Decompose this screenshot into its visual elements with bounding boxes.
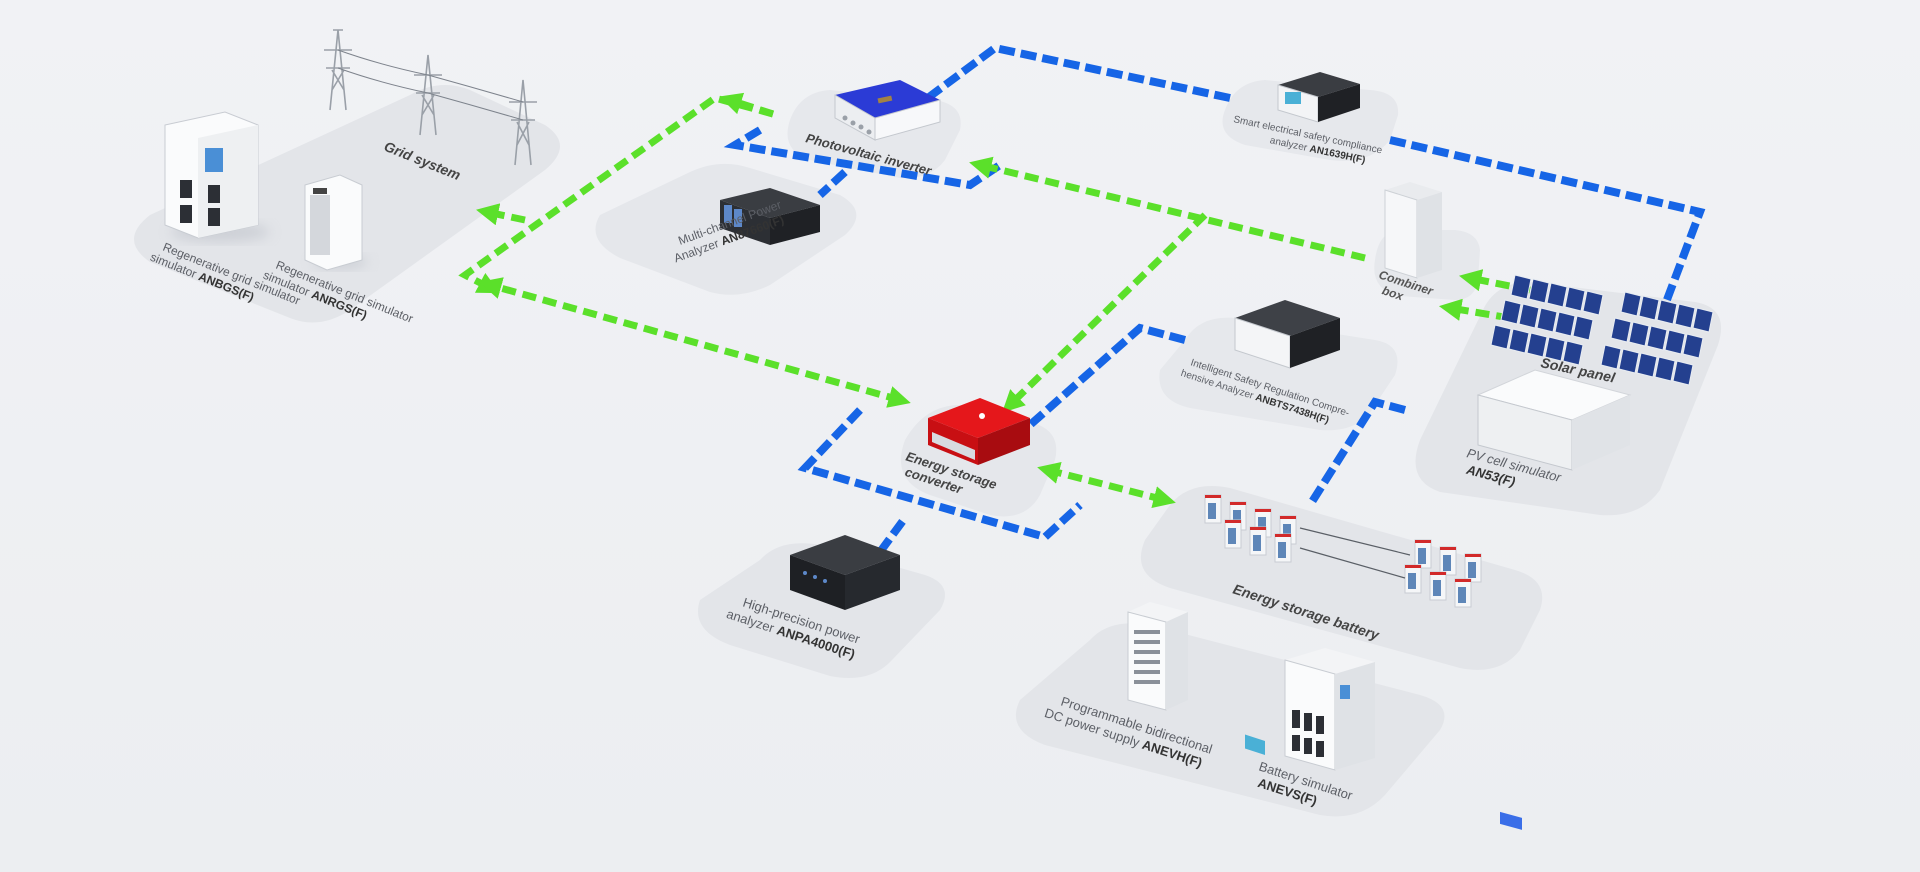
battery-rack bbox=[1439, 546, 1457, 576]
module-slots bbox=[1134, 630, 1160, 684]
battery-rack bbox=[1454, 578, 1472, 608]
display-icon bbox=[1285, 92, 1301, 104]
display-icon bbox=[205, 148, 223, 172]
solar-module bbox=[1692, 307, 1714, 333]
solar-module bbox=[1518, 303, 1540, 329]
solar-module bbox=[1500, 299, 1522, 325]
battery-rack bbox=[1414, 539, 1432, 569]
comm-line-analyzer-to-converter bbox=[876, 515, 909, 555]
port-icon bbox=[842, 115, 872, 135]
solar-module bbox=[1510, 274, 1532, 300]
comm-line-multichannel-to-inverter bbox=[817, 169, 848, 198]
vent-icon bbox=[1292, 710, 1324, 757]
battery-simulator[interactable] bbox=[1284, 648, 1375, 771]
comm-line-battery-to-converter bbox=[1306, 397, 1407, 508]
pv-cell-simulator[interactable] bbox=[1476, 369, 1632, 830]
solar-module bbox=[1674, 303, 1696, 329]
transmission-towers bbox=[324, 29, 537, 166]
tower-icon bbox=[324, 29, 352, 111]
label-combiner-line2: box bbox=[1380, 283, 1406, 303]
solar-module bbox=[1572, 315, 1594, 341]
comm-line-inverter-loop bbox=[723, 126, 1003, 190]
power-line-converter-to-grid bbox=[479, 277, 911, 408]
battery-rack bbox=[1249, 526, 1267, 556]
display-icon bbox=[724, 205, 742, 227]
battery-cable bbox=[1299, 527, 1411, 579]
solar-module bbox=[1490, 324, 1512, 350]
battery-rack bbox=[1464, 553, 1482, 583]
power-line-combiner-to-converter bbox=[1001, 212, 1208, 413]
display-icon bbox=[877, 95, 893, 104]
energy-storage-battery[interactable] bbox=[1204, 494, 1482, 608]
display-icon bbox=[313, 188, 327, 194]
photovoltaic-inverter[interactable] bbox=[834, 80, 941, 141]
multichannel-power-analyzer[interactable] bbox=[720, 188, 820, 245]
solar-module bbox=[1682, 333, 1704, 359]
display-icon bbox=[1340, 685, 1350, 699]
solar-module bbox=[1628, 321, 1650, 347]
comm-line-safety-to-solar bbox=[1389, 136, 1706, 307]
power-line-converter-to-battery bbox=[1037, 461, 1176, 509]
power-line-grid-branch bbox=[476, 203, 526, 226]
solar-module bbox=[1664, 329, 1686, 355]
safety-compliance-analyzer[interactable] bbox=[1277, 72, 1360, 123]
solar-module bbox=[1610, 317, 1632, 343]
vent-icon bbox=[180, 180, 220, 226]
solar-module bbox=[1536, 307, 1558, 333]
dc-power-supply[interactable] bbox=[1127, 602, 1188, 711]
power-line-combiner-to-inverter bbox=[969, 156, 1366, 262]
battery-rack bbox=[1224, 519, 1242, 549]
power-line-inverter-arrow bbox=[719, 92, 775, 118]
combiner-box[interactable] bbox=[1384, 182, 1442, 279]
solar-module bbox=[1656, 299, 1678, 325]
solar-module bbox=[1618, 348, 1640, 374]
battery-rack bbox=[1274, 533, 1292, 563]
comm-line-converter-loop bbox=[797, 407, 1083, 542]
solar-module bbox=[1654, 356, 1676, 382]
port-panel bbox=[932, 432, 975, 460]
battery-rack bbox=[1204, 494, 1222, 524]
solar-module bbox=[1508, 328, 1530, 354]
vent-icon bbox=[310, 195, 330, 255]
regen-grid-simulator-anrgs[interactable] bbox=[304, 174, 368, 271]
safety-regulation-analyzer[interactable] bbox=[1234, 300, 1340, 756]
communication-lines bbox=[723, 43, 1706, 555]
solar-module bbox=[1646, 325, 1668, 351]
solar-panel-array[interactable] bbox=[1490, 274, 1714, 386]
solar-module bbox=[1620, 291, 1642, 317]
display-icon bbox=[803, 571, 827, 583]
power-line-solar-to-combiner-2 bbox=[1438, 298, 1511, 322]
solar-module bbox=[1554, 311, 1576, 337]
solar-module bbox=[1562, 340, 1584, 366]
solar-module bbox=[1564, 286, 1586, 312]
solar-module bbox=[1526, 332, 1548, 358]
battery-rack bbox=[1429, 571, 1447, 601]
battery-rack bbox=[1404, 564, 1422, 594]
regen-grid-simulator-anbgs[interactable] bbox=[164, 111, 270, 242]
display-icon bbox=[1500, 811, 1522, 830]
solar-module bbox=[1638, 295, 1660, 321]
solar-module bbox=[1636, 352, 1658, 378]
power-flow-lines bbox=[458, 92, 1531, 509]
comm-line-regulation-to-converter bbox=[1027, 323, 1187, 429]
indicator-light bbox=[979, 413, 985, 419]
power-cables bbox=[337, 49, 524, 121]
solar-module bbox=[1672, 360, 1694, 386]
solar-module bbox=[1528, 278, 1550, 304]
solar-module bbox=[1544, 336, 1566, 362]
solar-module bbox=[1600, 344, 1622, 370]
display-icon bbox=[1245, 734, 1265, 756]
comm-line-safety-to-inverter bbox=[922, 43, 1231, 104]
energy-storage-converter[interactable] bbox=[928, 398, 1030, 465]
solar-module bbox=[1582, 290, 1604, 316]
high-precision-power-analyzer[interactable] bbox=[790, 535, 900, 610]
solar-module bbox=[1546, 282, 1568, 308]
